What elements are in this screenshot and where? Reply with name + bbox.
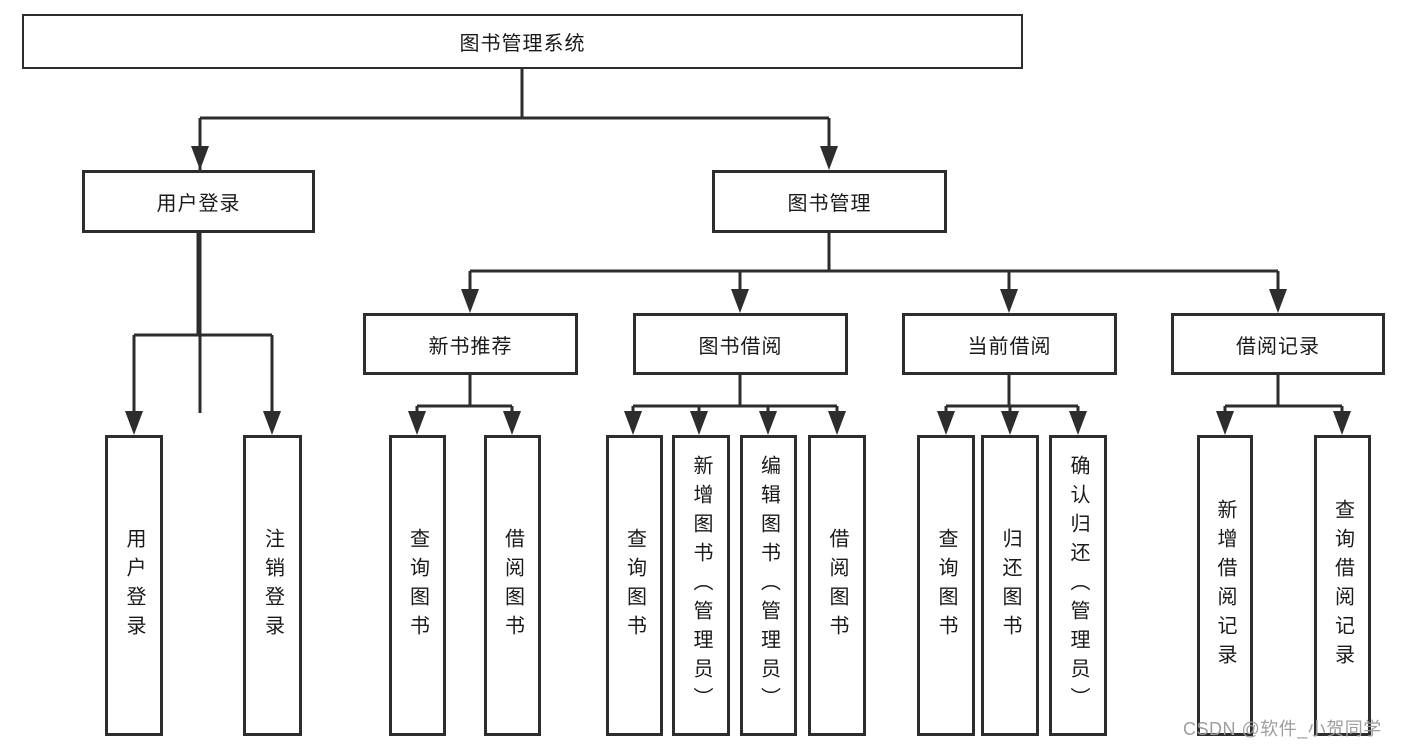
node-label: 查询借阅记录	[1331, 498, 1354, 673]
node-label: 确认归还（管理员）	[1067, 455, 1089, 716]
node-leaf-borrow-books-borrow: 借阅图书	[808, 435, 866, 736]
node-user-login: 用户登录	[82, 170, 315, 233]
node-leaf-query-books-recommend: 查询图书	[389, 435, 446, 736]
node-label: 新增图书（管理员）	[690, 455, 712, 716]
node-label: 用户登录	[123, 527, 145, 644]
node-book-borrowing: 图书借阅	[633, 313, 848, 375]
node-label: 查询图书	[935, 527, 957, 644]
node-library-management-system: 图书管理系统	[22, 14, 1023, 69]
node-leaf-add-borrow-record: 新增借阅记录	[1197, 435, 1253, 736]
node-label: 借阅图书	[501, 527, 524, 644]
node-leaf-query-books-borrow: 查询图书	[606, 435, 663, 736]
node-leaf-logout-login: 注销登录	[243, 435, 302, 736]
node-label: 编辑图书（管理员）	[757, 455, 780, 716]
node-leaf-confirm-return-admin: 确认归还（管理员）	[1049, 435, 1107, 736]
node-label: 新增借阅记录	[1214, 498, 1236, 673]
node-label: 当前借阅	[967, 335, 1052, 358]
node-label: 查询图书	[623, 527, 646, 644]
node-leaf-query-books-current: 查询图书	[917, 435, 975, 736]
node-leaf-user-login: 用户登录	[105, 435, 163, 736]
node-label: 图书管理系统	[459, 33, 586, 55]
node-new-book-recommendation: 新书推荐	[363, 313, 578, 375]
node-leaf-edit-books-admin: 编辑图书（管理员）	[740, 435, 797, 736]
node-label: 注销登录	[261, 527, 284, 644]
node-label: 归还图书	[999, 527, 1021, 644]
node-label: 图书管理	[787, 193, 872, 215]
csdn-watermark: CSDN @软件_小贺同学	[1183, 719, 1382, 739]
node-label: 新书推荐	[428, 335, 513, 358]
node-book-management: 图书管理	[712, 170, 947, 233]
node-label: 用户登录	[156, 193, 241, 215]
node-current-borrowing: 当前借阅	[902, 313, 1117, 375]
node-leaf-add-books-admin: 新增图书（管理员）	[672, 435, 730, 736]
node-leaf-return-books: 归还图书	[981, 435, 1039, 736]
node-label: 图书借阅	[698, 335, 783, 358]
node-label: 借阅图书	[826, 527, 848, 644]
node-label: 查询图书	[406, 527, 429, 644]
node-leaf-borrow-books-recommend: 借阅图书	[484, 435, 541, 736]
node-label: 借阅记录	[1236, 335, 1320, 358]
node-borrowing-records: 借阅记录	[1171, 313, 1385, 375]
node-leaf-query-borrow-record: 查询借阅记录	[1314, 435, 1371, 736]
